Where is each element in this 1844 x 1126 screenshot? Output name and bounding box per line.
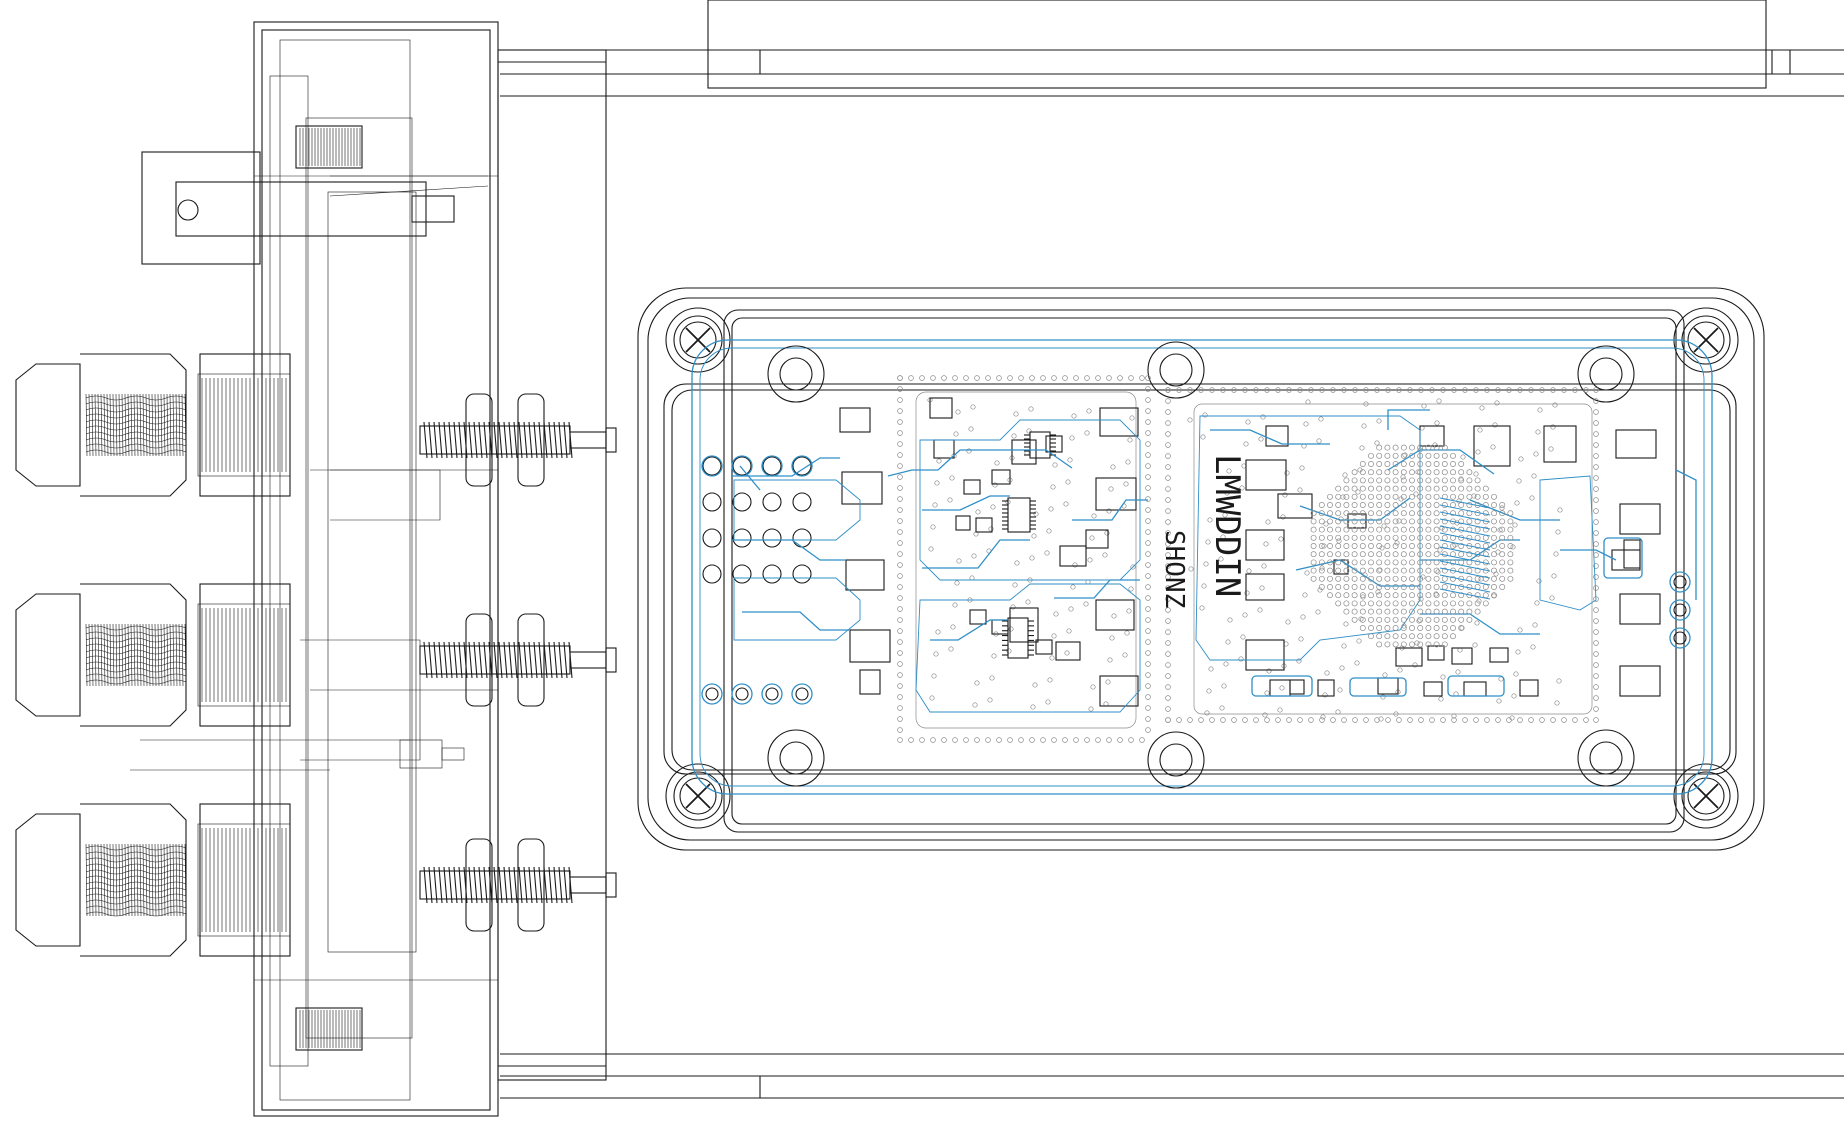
barrel-connector [15,803,617,957]
pcb-board [691,339,1713,795]
mounting-hole [1147,731,1205,789]
corner-screw-icon [665,763,731,829]
ic-chip [1002,617,1034,659]
mounting-hole [1577,729,1635,787]
mounting-hole [1577,345,1635,403]
bracket-screw-top [295,125,363,169]
pcb-components [701,397,1697,713]
corner-screw-icon [1673,763,1739,829]
barrel-connector [15,353,617,497]
barrel-connector [15,583,617,727]
threaded-stud [419,613,617,707]
rail-top [500,0,1844,97]
pcb-enclosure [637,287,1765,851]
via-fence [897,375,1599,743]
connector-bracket [130,21,607,1117]
threaded-stud [419,838,617,932]
mounting-hole [767,729,825,787]
bga-package [1310,444,1514,648]
bracket-screw-bottom [295,1007,363,1051]
ic-chip [1024,431,1056,459]
board-silkscreen-label: LMWDDIN [1207,454,1247,597]
rev-silkscreen-label: SHONZ [1159,530,1189,608]
mounting-hole [767,345,825,403]
connector-thread [85,608,287,702]
connector-thread [85,828,287,932]
corner-screw-icon [665,307,731,373]
rail-bottom [500,1053,1844,1099]
latch-tab [141,151,489,265]
ic-chip [1002,497,1036,533]
screw-thread [299,128,361,166]
mounting-hole [1147,341,1205,399]
connector-thread [85,378,287,472]
screw-thread [299,1010,361,1048]
threaded-stud [419,393,617,487]
